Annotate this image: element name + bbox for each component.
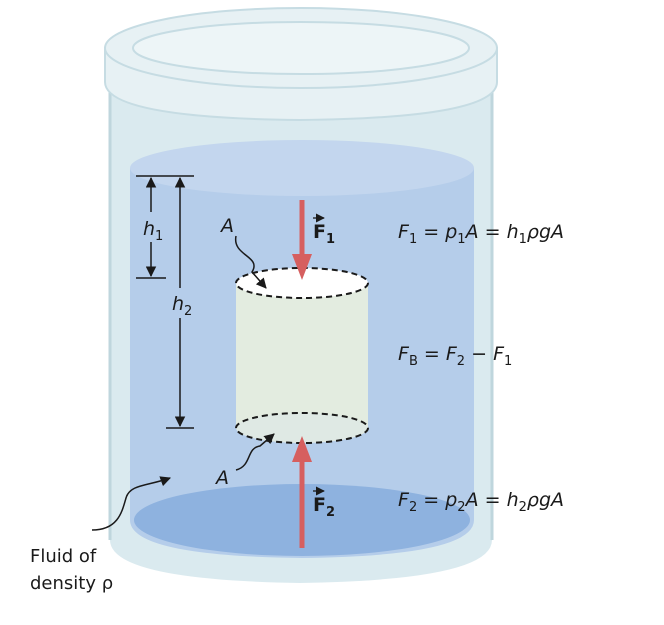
jar-lid-inner (132, 21, 470, 75)
pointer-lines (91, 235, 275, 531)
force-arrow-f2-head (292, 436, 312, 462)
fluid-caption-line2: density ρ (30, 573, 113, 594)
h1-label: h1 (143, 218, 163, 244)
fluid-surface (130, 140, 474, 196)
fluid-cylinder (235, 267, 369, 444)
force-arrows (292, 200, 312, 548)
equation-fb: FB = F2 − F1 (398, 343, 512, 369)
force1-label: F1 (313, 221, 335, 247)
fluid-pointer (91, 476, 171, 531)
area-top-pointer (235, 235, 267, 289)
force-arrow-f1-head (292, 254, 312, 280)
area-bottom-label: A (214, 467, 229, 489)
equation-f2: F2 = p2A = h2ρgA (398, 489, 564, 515)
fluid-caption-line1: Fluid of (30, 546, 97, 567)
height-dimensions (136, 175, 194, 429)
cylinder-body (236, 283, 368, 428)
vector-arrow-icon (313, 213, 325, 496)
equation-f1: F1 = p1A = h1ρgA (398, 221, 564, 247)
force2-label: F2 (313, 494, 335, 520)
h2-label: h2 (172, 293, 192, 319)
area-bottom-pointer (235, 433, 275, 471)
area-top-label: A (219, 215, 234, 237)
h2-label-bg (168, 288, 194, 318)
h1-label-bg (139, 212, 165, 242)
cylinder-top-face (235, 267, 369, 299)
